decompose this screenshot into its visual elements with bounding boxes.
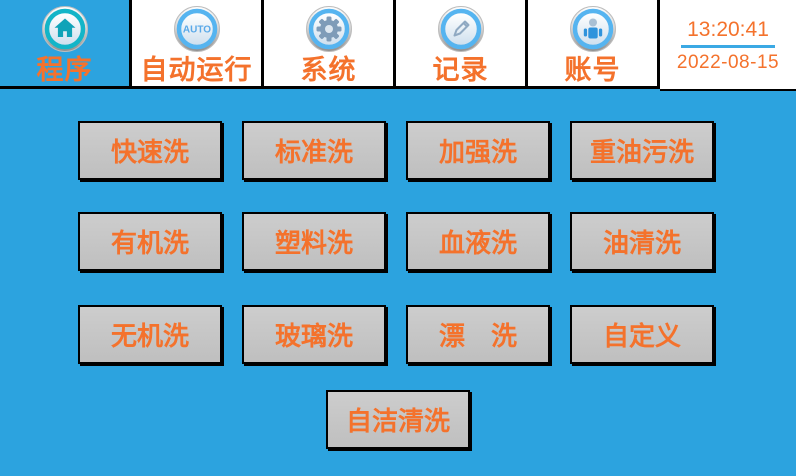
home-icon	[41, 5, 89, 53]
clock-time: 13:20:41	[687, 17, 769, 41]
program-button-self-clean[interactable]: 自洁清洗	[326, 390, 470, 449]
tab-system-label: 系统	[300, 55, 357, 85]
program-button-oil-wash[interactable]: 油清洗	[570, 212, 714, 271]
clock-panel: 13:20:41 2022-08-15	[660, 0, 796, 91]
program-button-glass-wash[interactable]: 玻璃洗	[242, 305, 386, 364]
user-icon	[569, 5, 617, 53]
tab-account-label: 账号	[564, 55, 621, 85]
program-button-quick-wash[interactable]: 快速洗	[78, 121, 222, 180]
tab-system[interactable]: 系统	[264, 0, 396, 89]
top-nav-bar: 程序 AUTO 自动运行	[0, 0, 796, 91]
tab-auto-run[interactable]: AUTO 自动运行	[132, 0, 264, 89]
program-button-organic-wash[interactable]: 有机洗	[78, 212, 222, 271]
auto-icon: AUTO	[173, 5, 221, 53]
program-row-2: 有机洗 塑料洗 血液洗 油清洗	[78, 212, 714, 271]
program-button-inorganic-wash[interactable]: 无机洗	[78, 305, 222, 364]
tab-program-label: 程序	[36, 55, 93, 85]
program-button-custom[interactable]: 自定义	[570, 305, 714, 364]
tab-records-label: 记录	[432, 55, 489, 85]
tab-program[interactable]: 程序	[0, 0, 132, 89]
program-button-standard-wash[interactable]: 标准洗	[242, 121, 386, 180]
clock-date: 2022-08-15	[676, 51, 780, 73]
gear-icon	[305, 5, 353, 53]
program-button-intensive-wash[interactable]: 加强洗	[406, 121, 550, 180]
program-row-3: 无机洗 玻璃洗 漂 洗 自定义	[78, 305, 714, 364]
program-button-rinse[interactable]: 漂 洗	[406, 305, 550, 364]
program-row-bottom: 自洁清洗	[0, 390, 796, 449]
pencil-icon	[437, 5, 485, 53]
program-button-heavy-oil-wash[interactable]: 重油污洗	[570, 121, 714, 180]
tab-auto-run-label: 自动运行	[140, 55, 253, 85]
program-button-blood-wash[interactable]: 血液洗	[406, 212, 550, 271]
program-row-1: 快速洗 标准洗 加强洗 重油污洗	[78, 121, 714, 180]
tab-records[interactable]: 记录	[396, 0, 528, 89]
clock-divider	[681, 44, 775, 48]
program-button-plastic-wash[interactable]: 塑料洗	[242, 212, 386, 271]
tab-account[interactable]: 账号	[528, 0, 660, 89]
svg-text:AUTO: AUTO	[182, 25, 210, 36]
